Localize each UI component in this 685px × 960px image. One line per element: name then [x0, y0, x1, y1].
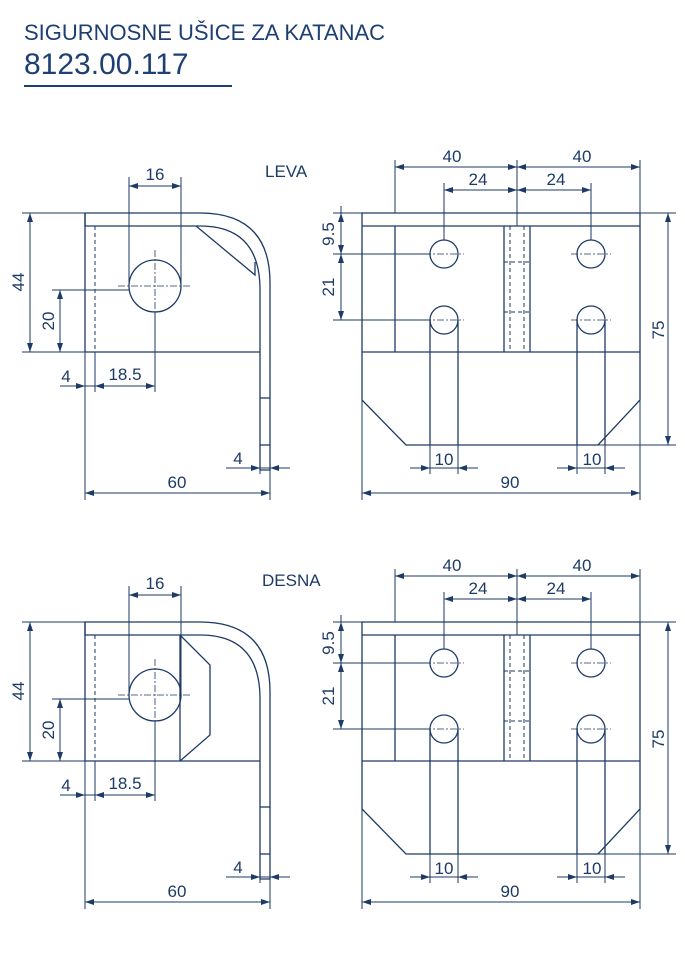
dim-4: 4 — [61, 776, 70, 795]
dim-4-tab: 4 — [233, 858, 242, 877]
front-view-desna — [333, 569, 676, 909]
side-view-desna — [22, 586, 290, 909]
dim-40-right: 40 — [573, 556, 592, 575]
dim-10-left: 10 — [435, 859, 454, 878]
labels-top: LEVA 16 44 20 4 18.5 4 60 40 40 24 24 9.… — [9, 147, 668, 492]
dim-90: 90 — [501, 473, 520, 492]
dim-9-5: 9.5 — [319, 631, 338, 655]
dim-60: 60 — [168, 882, 187, 901]
dim-60: 60 — [168, 473, 187, 492]
dim-44: 44 — [9, 273, 28, 292]
dim-4: 4 — [61, 367, 70, 386]
dim-24-right: 24 — [547, 579, 566, 598]
dim-18-5: 18.5 — [108, 365, 141, 384]
dim-10-right: 10 — [583, 859, 602, 878]
dim-16: 16 — [146, 165, 165, 184]
dim-21: 21 — [319, 278, 338, 297]
dim-40-left: 40 — [443, 147, 462, 166]
dim-40-left: 40 — [443, 556, 462, 575]
part-number: 8123.00.117 — [24, 48, 232, 87]
dim-24-left: 24 — [469, 170, 488, 189]
view-label-leva: LEVA — [265, 162, 308, 181]
dim-24-left: 24 — [469, 579, 488, 598]
dim-24-right: 24 — [547, 170, 566, 189]
dim-75: 75 — [649, 321, 668, 340]
dim-90: 90 — [501, 882, 520, 901]
dim-44: 44 — [9, 682, 28, 701]
dim-40-right: 40 — [573, 147, 592, 166]
dim-10-left: 10 — [435, 450, 454, 469]
dim-20: 20 — [39, 312, 58, 331]
dim-10-right: 10 — [583, 450, 602, 469]
dim-16: 16 — [146, 574, 165, 593]
labels-bottom: DESNA 16 44 20 4 18.5 4 60 40 40 24 24 9… — [9, 556, 668, 901]
dim-21: 21 — [319, 687, 338, 706]
side-view-leva — [22, 177, 290, 500]
dim-20: 20 — [39, 721, 58, 740]
dim-9-5: 9.5 — [319, 222, 338, 246]
dim-4-tab: 4 — [233, 449, 242, 468]
dim-75: 75 — [649, 730, 668, 749]
dim-18-5: 18.5 — [108, 774, 141, 793]
view-label-desna: DESNA — [262, 571, 321, 590]
front-view-leva — [333, 160, 676, 500]
